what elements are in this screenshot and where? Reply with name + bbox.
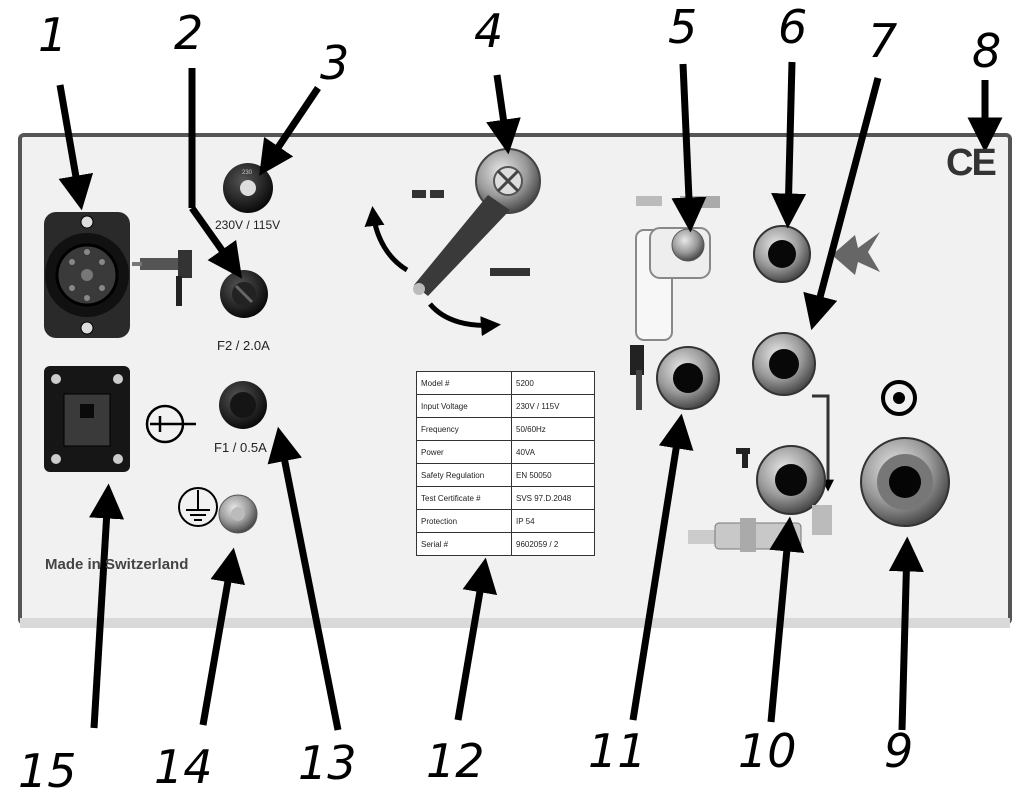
arrow-12 xyxy=(454,557,498,721)
made-in-label: Made in Switzerland xyxy=(45,556,189,573)
voltage-selector-label: 230V / 115V xyxy=(215,218,281,232)
spec-key: Test Certificate # xyxy=(416,486,512,510)
lever-valve xyxy=(364,148,541,337)
spec-key: Safety Regulation xyxy=(416,463,512,487)
spec-value: 230V / 115V xyxy=(511,394,595,418)
callout-9: 9 xyxy=(884,724,914,778)
fitting-7 xyxy=(752,332,834,492)
spec-row: Model #5200 xyxy=(416,371,595,395)
callout-5: 5 xyxy=(668,0,698,54)
spec-value: 40VA xyxy=(511,440,595,464)
callout-11: 11 xyxy=(588,724,647,778)
callout-12: 12 xyxy=(426,734,485,788)
power-plug-symbol-icon xyxy=(145,404,196,444)
arrow-4 xyxy=(486,74,521,155)
arrow-13 xyxy=(267,426,342,731)
inflow-arrow-icon xyxy=(832,232,880,275)
fuse-f1-label: F1 / 0.5A xyxy=(214,440,267,455)
mains-socket xyxy=(44,366,130,472)
callout-3: 3 xyxy=(320,36,350,90)
arrow-7 xyxy=(803,77,882,331)
fuse-f2-label: F2 / 2.0A xyxy=(217,338,270,353)
callout-10: 10 xyxy=(738,724,797,778)
callout-4: 4 xyxy=(474,4,504,58)
fitting-11 xyxy=(656,346,720,410)
callout-1: 1 xyxy=(38,8,68,62)
spec-key: Serial # xyxy=(416,532,512,556)
callout-6: 6 xyxy=(778,0,808,54)
spec-key: Model # xyxy=(416,371,512,395)
panel-shadow xyxy=(20,618,1010,628)
fuse-f1 xyxy=(219,381,267,429)
spec-row: Serial #9602059 / 2 xyxy=(416,532,595,556)
arrow-11 xyxy=(629,413,694,721)
voltage-selector: 230 xyxy=(223,163,273,213)
arrow-3 xyxy=(259,86,321,176)
callout-14: 14 xyxy=(154,740,213,794)
plug-icon xyxy=(132,250,192,306)
spec-value: 9602059 / 2 xyxy=(511,532,595,556)
callout-arrows xyxy=(56,61,1003,731)
arrow-5 xyxy=(671,63,707,233)
arrow-14 xyxy=(199,547,246,726)
spec-key: Input Voltage xyxy=(416,394,512,418)
sensor-connector xyxy=(44,212,130,338)
arrow-15 xyxy=(89,483,125,729)
spec-value: 50/60Hz xyxy=(511,417,595,441)
callout-8: 8 xyxy=(972,24,1002,78)
arrow-1 xyxy=(56,84,94,211)
spec-key: Protection xyxy=(416,509,512,533)
callout-2: 2 xyxy=(174,6,204,60)
callout-7: 7 xyxy=(868,14,898,68)
callout-13: 13 xyxy=(298,736,357,790)
spec-value: EN 50050 xyxy=(511,463,595,487)
fitting-6 xyxy=(753,225,811,283)
arrow-9 xyxy=(888,536,924,731)
fuse-f2 xyxy=(220,270,268,318)
spec-value: IP 54 xyxy=(511,509,595,533)
arrow-2b xyxy=(189,205,243,279)
spec-value: SVS 97.D.2048 xyxy=(511,486,595,510)
spec-row: Test Certificate #SVS 97.D.2048 xyxy=(416,486,595,510)
spec-value: 5200 xyxy=(511,371,595,395)
callout-15: 15 xyxy=(18,744,77,798)
spec-key: Frequency xyxy=(416,417,512,441)
arrow-10 xyxy=(767,516,805,723)
spec-key: Power xyxy=(416,440,512,464)
svg-text:230: 230 xyxy=(242,170,253,176)
elbow-fitting xyxy=(630,196,720,410)
arrow-6 xyxy=(771,61,807,229)
ce-mark: CE xyxy=(946,142,997,184)
earth-terminal xyxy=(178,487,258,534)
main-outlet xyxy=(860,380,950,527)
